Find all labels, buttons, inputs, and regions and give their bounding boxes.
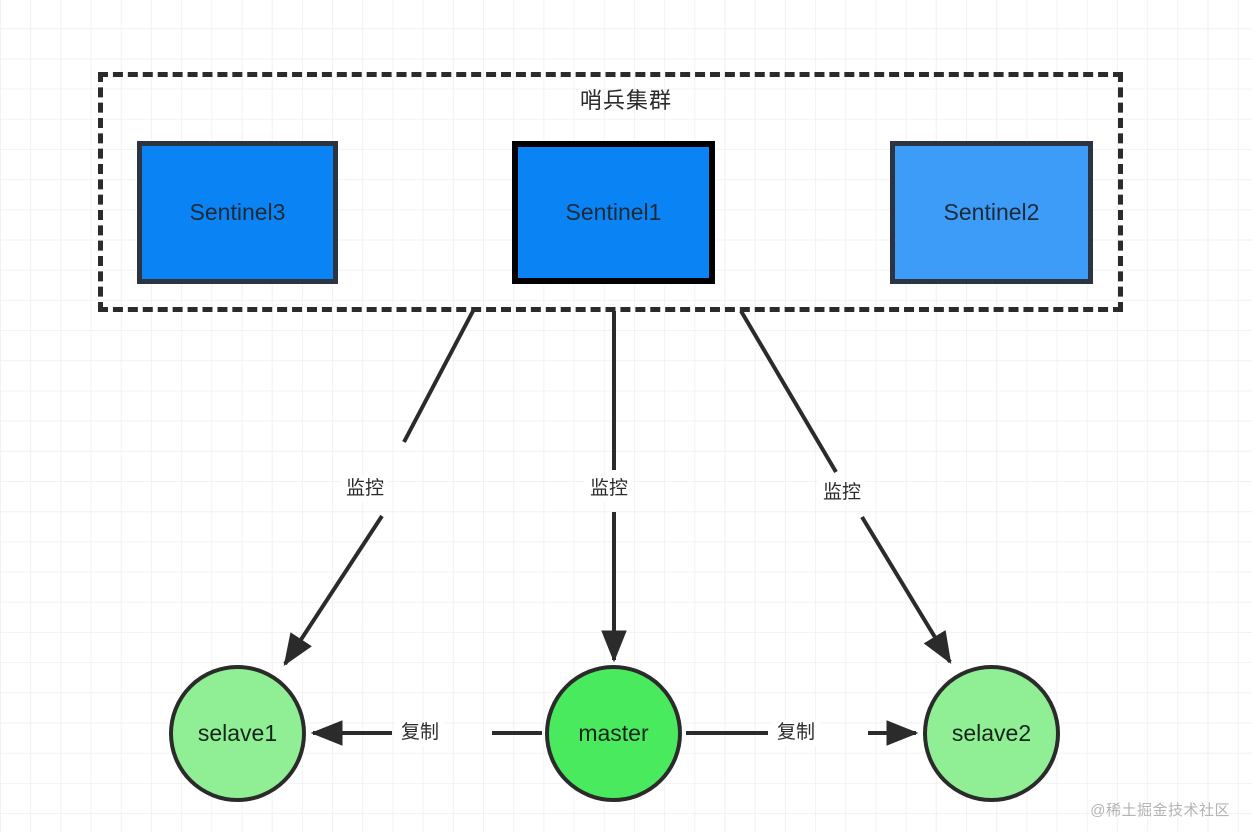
- edge-label-monitor-right: 监控: [818, 480, 867, 506]
- edge-label-monitor-mid: 监控: [585, 476, 634, 502]
- instance-node-master[interactable]: master: [545, 665, 682, 802]
- sentinel-node-sentinel1[interactable]: Sentinel1: [512, 141, 715, 284]
- sentinel-node-label: Sentinel3: [189, 199, 286, 225]
- instance-node-selave1[interactable]: selave1: [169, 665, 306, 802]
- sentinel-node-label: Sentinel1: [565, 199, 662, 225]
- instance-node-label: selave2: [951, 720, 1032, 746]
- instance-node-label: selave1: [197, 720, 278, 746]
- sentinel-cluster-title: 哨兵集群: [579, 88, 672, 113]
- instance-node-selave2[interactable]: selave2: [923, 665, 1060, 802]
- instance-node-label: master: [578, 720, 649, 746]
- edge-label-replicate-left: 复制: [396, 720, 445, 746]
- edge-label-monitor-left: 监控: [341, 476, 390, 502]
- sentinel-node-sentinel2[interactable]: Sentinel2: [890, 141, 1093, 284]
- watermark-text: @稀土掘金技术社区: [1090, 802, 1230, 819]
- sentinel-node-sentinel3[interactable]: Sentinel3: [137, 141, 338, 284]
- sentinel-cluster-box: [98, 72, 1123, 312]
- edge-label-replicate-right: 复制: [772, 720, 821, 746]
- sentinel-node-label: Sentinel2: [943, 199, 1040, 225]
